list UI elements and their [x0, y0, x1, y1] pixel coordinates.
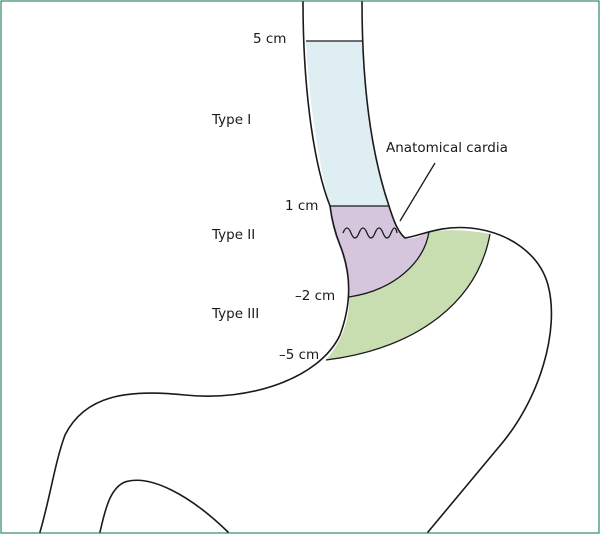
antrum-inner-line [99, 479, 229, 533]
type-ii-region [330, 206, 429, 297]
anatomy-outline [39, 1, 553, 533]
label-type-iii: Type III [211, 306, 259, 322]
label-anatomical-cardia: Anatomical cardia [386, 140, 508, 156]
type-i-region [306, 41, 389, 206]
label-1cm: 1 cm [285, 198, 318, 214]
label-type-ii: Type II [211, 227, 255, 243]
label-minus2cm: –2 cm [295, 288, 335, 304]
boundary-minus5cm-curve [325, 233, 491, 361]
cardia-leader-line [399, 162, 436, 222]
boundary-lines [306, 40, 491, 361]
type-iii-region [326, 230, 490, 360]
label-type-i: Type I [211, 112, 251, 128]
greater-curvature-line [361, 1, 553, 533]
label-minus5cm: –5 cm [279, 347, 319, 363]
boundary-minus2cm-curve [348, 231, 430, 298]
z-line-wave [342, 227, 398, 239]
lesser-curvature-line [39, 1, 350, 533]
label-5cm: 5 cm [253, 31, 286, 47]
